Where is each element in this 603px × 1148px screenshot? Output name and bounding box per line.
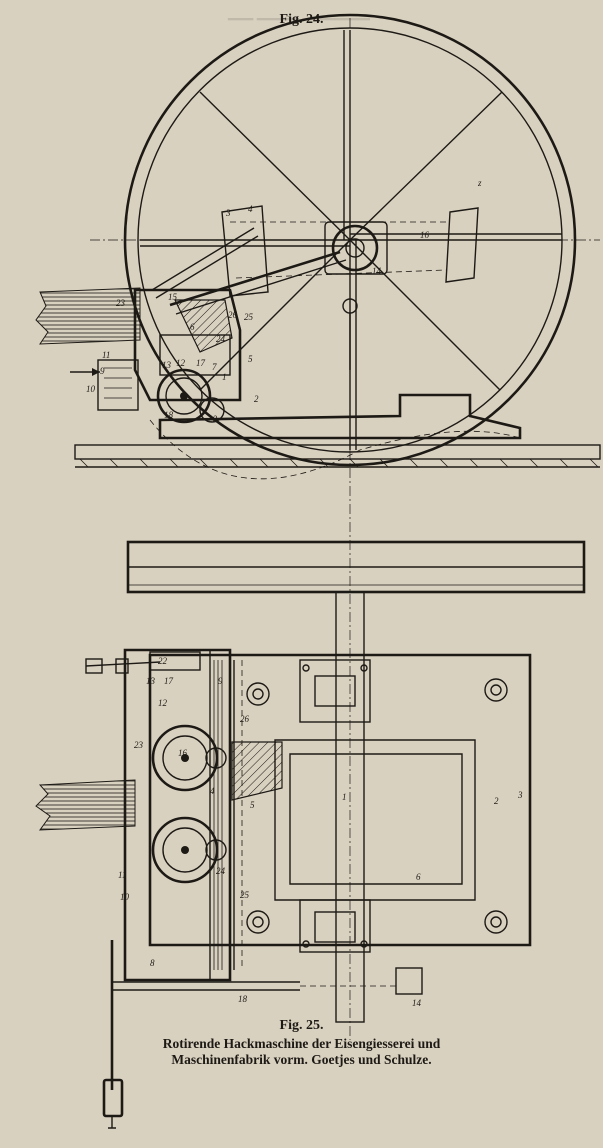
part-number: 2 xyxy=(494,796,499,806)
machine-bed xyxy=(158,393,522,440)
part-number: z xyxy=(477,178,482,188)
part-number: 16 xyxy=(178,748,188,758)
part-number: 2 xyxy=(254,394,259,404)
knife-housing xyxy=(133,288,242,402)
part-number: 13 xyxy=(146,676,156,686)
part-number: 10 xyxy=(120,892,130,902)
part-number: 6 xyxy=(416,872,421,882)
figure-25-label: Fig. 25. xyxy=(279,1018,324,1033)
part-number: 23 xyxy=(116,298,126,308)
part-number: 26 xyxy=(228,310,238,320)
part-number: 17 xyxy=(164,676,174,686)
figure-25-part-numbers: 22 13 17 12 9 26 23 16 4 1 2 3 5 24 6 25… xyxy=(118,656,523,1008)
part-number: 8 xyxy=(150,958,155,968)
part-number: 18 xyxy=(238,994,248,1004)
part-number: 12 xyxy=(158,698,168,708)
right-bearing-bracket xyxy=(445,207,479,283)
counter-weight xyxy=(102,1078,124,1118)
part-number: 24 xyxy=(216,334,226,344)
part-number: 25 xyxy=(244,312,254,322)
part-number: 5 xyxy=(250,800,255,810)
part-number: 14 xyxy=(372,266,382,276)
part-number: 25 xyxy=(240,890,250,900)
side-drum xyxy=(97,359,139,411)
anchor-bolts xyxy=(246,678,508,934)
part-number: 26 xyxy=(240,714,250,724)
part-number: 15 xyxy=(168,292,178,302)
part-number: 6 xyxy=(190,322,195,332)
foundation-slab xyxy=(74,444,601,460)
main-shaft xyxy=(335,591,365,1023)
part-number: 1 xyxy=(222,372,227,382)
part-number: 5 xyxy=(248,354,253,364)
part-number: 4 xyxy=(248,204,253,214)
lever-arm xyxy=(151,227,255,291)
part-number: 3 xyxy=(517,790,523,800)
part-number: 4 xyxy=(210,786,215,796)
bearing-plate-upper xyxy=(299,659,371,723)
caption-line-2: Maschinenfabrik vorm. Goetjes und Schulz… xyxy=(171,1052,432,1067)
part-number: 3 xyxy=(225,208,231,218)
feed-gear-small xyxy=(199,397,225,423)
wood-bundle xyxy=(35,287,141,345)
part-number: 12 xyxy=(176,358,186,368)
part-number: 23 xyxy=(134,740,144,750)
wood-bundle-plan xyxy=(35,779,136,831)
part-number: 9 xyxy=(100,366,105,376)
figure-24-part-numbers: z 16 3 4 14 23 15 6 25 24 26 11 9 10 13 … xyxy=(86,178,482,424)
ground-hatching xyxy=(79,458,599,468)
feed-gear-large xyxy=(156,368,212,424)
figure-25-drawing: 22 13 17 12 9 26 23 16 4 1 2 3 5 24 6 25… xyxy=(35,540,586,1129)
part-number: 24 xyxy=(216,866,226,876)
frame-plate xyxy=(148,653,532,947)
gear-housing xyxy=(123,648,232,982)
figure-caption: Rotirende Hackmaschine der Eisengiessere… xyxy=(0,1036,603,1068)
flywheel-shaft xyxy=(345,238,365,258)
part-number: 11 xyxy=(102,350,110,360)
part-number: 9 xyxy=(218,676,223,686)
part-number: 7 xyxy=(212,362,217,372)
part-number: 10 xyxy=(86,384,96,394)
lower-feed-gear xyxy=(151,816,219,884)
part-number: 18 xyxy=(164,410,174,420)
part-number: 13 xyxy=(162,360,172,370)
part-number: 14 xyxy=(412,998,422,1008)
upper-feed-gear xyxy=(151,724,219,792)
part-number: 22 xyxy=(158,656,168,666)
flywheel-hub xyxy=(331,224,379,272)
connecting-rod xyxy=(169,250,341,307)
figure-24-drawing: z 16 3 4 14 23 15 6 25 24 26 11 9 10 13 … xyxy=(35,13,601,1040)
caption-line-1: Rotirende Hackmaschine der Eisengiessere… xyxy=(162,1036,441,1051)
feed-box xyxy=(159,334,231,376)
part-number: 1 xyxy=(342,792,347,802)
part-number: 20 xyxy=(208,414,218,424)
lower-bearing xyxy=(395,967,423,995)
shift-rod xyxy=(85,661,161,667)
part-number: 16 xyxy=(420,230,430,240)
crank-frame xyxy=(274,739,476,901)
left-bearing-bracket xyxy=(221,205,269,297)
part-number: 11 xyxy=(118,870,126,880)
part-number: 17 xyxy=(196,358,206,368)
